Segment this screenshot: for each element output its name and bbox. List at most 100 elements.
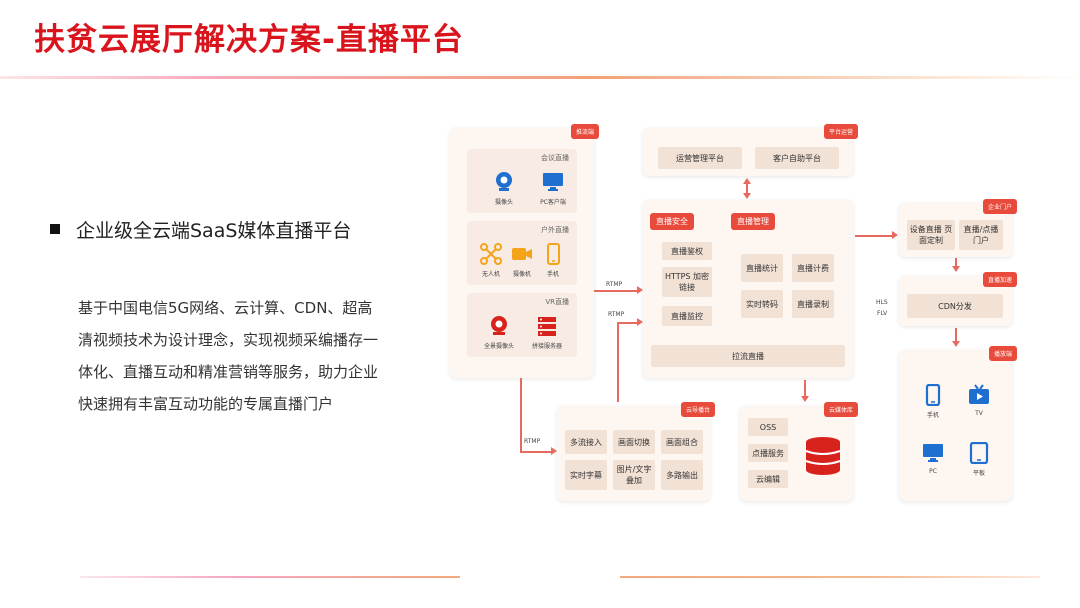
portal-tag: 企业门户: [982, 199, 1017, 214]
phone-icon: [547, 243, 560, 265]
drone-icon: [480, 243, 502, 265]
footer-divider-right: [620, 576, 1040, 578]
arrow-right-icon: [637, 318, 643, 326]
cloud-director-tag: 云导播台: [680, 402, 715, 417]
media-library-tag: 云媒体库: [823, 402, 858, 417]
play-pc-label: PC: [929, 468, 937, 475]
push-panel: 推流端 会议直播 摄像头 PC客户端 户外直播 无人机 摄像机: [450, 124, 599, 378]
cloud-director-panel: 云导播台 多流接入 画面切换 画面组合 实时字幕 图片/文字 叠加 多路输出: [557, 402, 715, 501]
outdoor-label: 户外直播: [541, 226, 569, 234]
bullet-square-icon: [50, 224, 60, 234]
cloud-edit-item: 云编辑: [748, 470, 788, 488]
transcode-item: 实时转码: [741, 290, 783, 318]
live-core-panel: 直播安全 直播管理 直播鉴权 HTTPS 加密链接 直播监控 直播统计 直播计费…: [643, 200, 853, 378]
stitch-server-label: 拼接服务器: [531, 343, 562, 350]
tv-icon: [969, 384, 989, 404]
oss-item: OSS: [748, 418, 788, 436]
camcorder-device: 摄像机: [500, 243, 544, 278]
description-line: 快速拥有丰富互动功能的专属直播门户: [78, 395, 334, 413]
connector-line: [955, 328, 957, 341]
footer-divider-left: [80, 576, 460, 578]
https-item: HTTPS 加密链接: [662, 267, 712, 297]
camcorder-icon: [512, 248, 532, 260]
cdn-item: CDN分发: [907, 294, 1003, 318]
panoramic-camera-icon: [491, 316, 507, 335]
security-tag: 直播安全: [650, 213, 694, 230]
self-service-item: 客户自助平台: [755, 147, 839, 169]
arrow-down-icon: [952, 341, 960, 347]
connector-line: [955, 258, 957, 267]
connector-line: [617, 322, 619, 402]
pc-client-device: PC客户端: [531, 171, 575, 206]
play-tv-device: TV: [957, 384, 1001, 417]
connector-line: [804, 380, 806, 397]
arrow-right-icon: [892, 231, 898, 239]
arrow-right-icon: [637, 286, 643, 294]
subtitle-item: 实时字幕: [565, 460, 607, 490]
panoramic-camera-label: 全景摄像头: [483, 343, 514, 350]
bullet-text: 企业级全云端SaaS媒体直播平台: [76, 220, 352, 242]
page-title: 扶贫云展厅解决方案-直播平台: [34, 22, 464, 58]
flow-label: RTMP: [608, 311, 625, 318]
panoramic-camera-device: 全景摄像头: [477, 315, 521, 350]
connector-line: [746, 184, 748, 193]
flow-label: FLV: [877, 310, 888, 317]
multi-output-item: 多路输出: [661, 460, 703, 490]
meeting-group: 会议直播 摄像头 PC客户端: [467, 149, 577, 213]
play-phone-device: 手机: [911, 384, 955, 419]
monitor-item: 直播监控: [662, 306, 712, 326]
connector-line: [594, 290, 637, 292]
webcam-label: 摄像头: [494, 199, 513, 206]
server-icon: [538, 317, 556, 336]
connector-line: [520, 451, 552, 453]
mobile-device: 手机: [531, 243, 575, 278]
portal-panel: 企业门户 设备直播 页面定制 直播/点播 门户: [899, 199, 1017, 257]
bullet-heading: 企业级全云端SaaS媒体直播平台: [50, 216, 351, 243]
platform-ops-tag: 平台运营: [823, 124, 858, 139]
push-tag: 推流端: [570, 124, 599, 139]
play-tablet-label: 平板: [972, 470, 985, 477]
management-tag: 直播管理: [731, 213, 775, 230]
overlay-item: 图片/文字 叠加: [613, 460, 655, 490]
multi-stream-item: 多流接入: [565, 430, 607, 454]
monitor-icon: [923, 444, 943, 462]
cdn-tag: 直播加速: [982, 272, 1017, 287]
flow-label: HLS: [876, 299, 888, 306]
arrow-right-icon: [551, 447, 557, 455]
tablet-icon: [969, 442, 989, 464]
drone-label: 无人机: [481, 271, 500, 278]
meeting-label: 会议直播: [541, 154, 569, 162]
live-vod-portal-item: 直播/点播 门户: [959, 220, 1003, 250]
arrow-down-icon: [743, 193, 751, 199]
connector-line: [520, 378, 522, 451]
stats-item: 直播统计: [741, 254, 783, 282]
pc-client-label: PC客户端: [540, 199, 566, 206]
flow-label: RTMP: [524, 438, 541, 445]
record-item: 直播录制: [792, 290, 834, 318]
vr-group: VR直播 全景摄像头 拼接服务器: [467, 293, 577, 357]
camcorder-label: 摄像机: [512, 271, 531, 278]
stitch-server-device: 拼接服务器: [525, 315, 569, 350]
outdoor-group: 户外直播 无人机 摄像机 手机: [467, 221, 577, 285]
webcam-icon: [496, 172, 512, 191]
playback-tag: 播放端: [988, 346, 1017, 361]
monitor-icon: [543, 173, 563, 191]
play-tablet-device: 平板: [957, 442, 1001, 477]
media-library-panel: 云媒体库 OSS 点播服务 云编辑: [740, 402, 858, 501]
database-icon: [805, 437, 841, 475]
webcam-device: 摄像头: [482, 171, 526, 206]
playback-panel: 播放端 手机 TV PC 平板: [899, 346, 1017, 501]
description-line: 清视频技术为设计理念，实现视频采编播存一: [78, 331, 379, 349]
arrow-down-icon: [801, 396, 809, 402]
vr-label: VR直播: [545, 298, 569, 306]
auth-item: 直播鉴权: [662, 242, 712, 260]
pull-stream-item: 拉流直播: [651, 345, 845, 367]
scene-compose-item: 画面组合: [661, 430, 703, 454]
phone-icon: [925, 384, 941, 406]
drone-device: 无人机: [469, 243, 513, 278]
billing-item: 直播计费: [792, 254, 834, 282]
scene-switch-item: 画面切换: [613, 430, 655, 454]
connector-line: [855, 235, 892, 237]
play-pc-device: PC: [911, 442, 955, 475]
arrow-down-icon: [952, 266, 960, 272]
